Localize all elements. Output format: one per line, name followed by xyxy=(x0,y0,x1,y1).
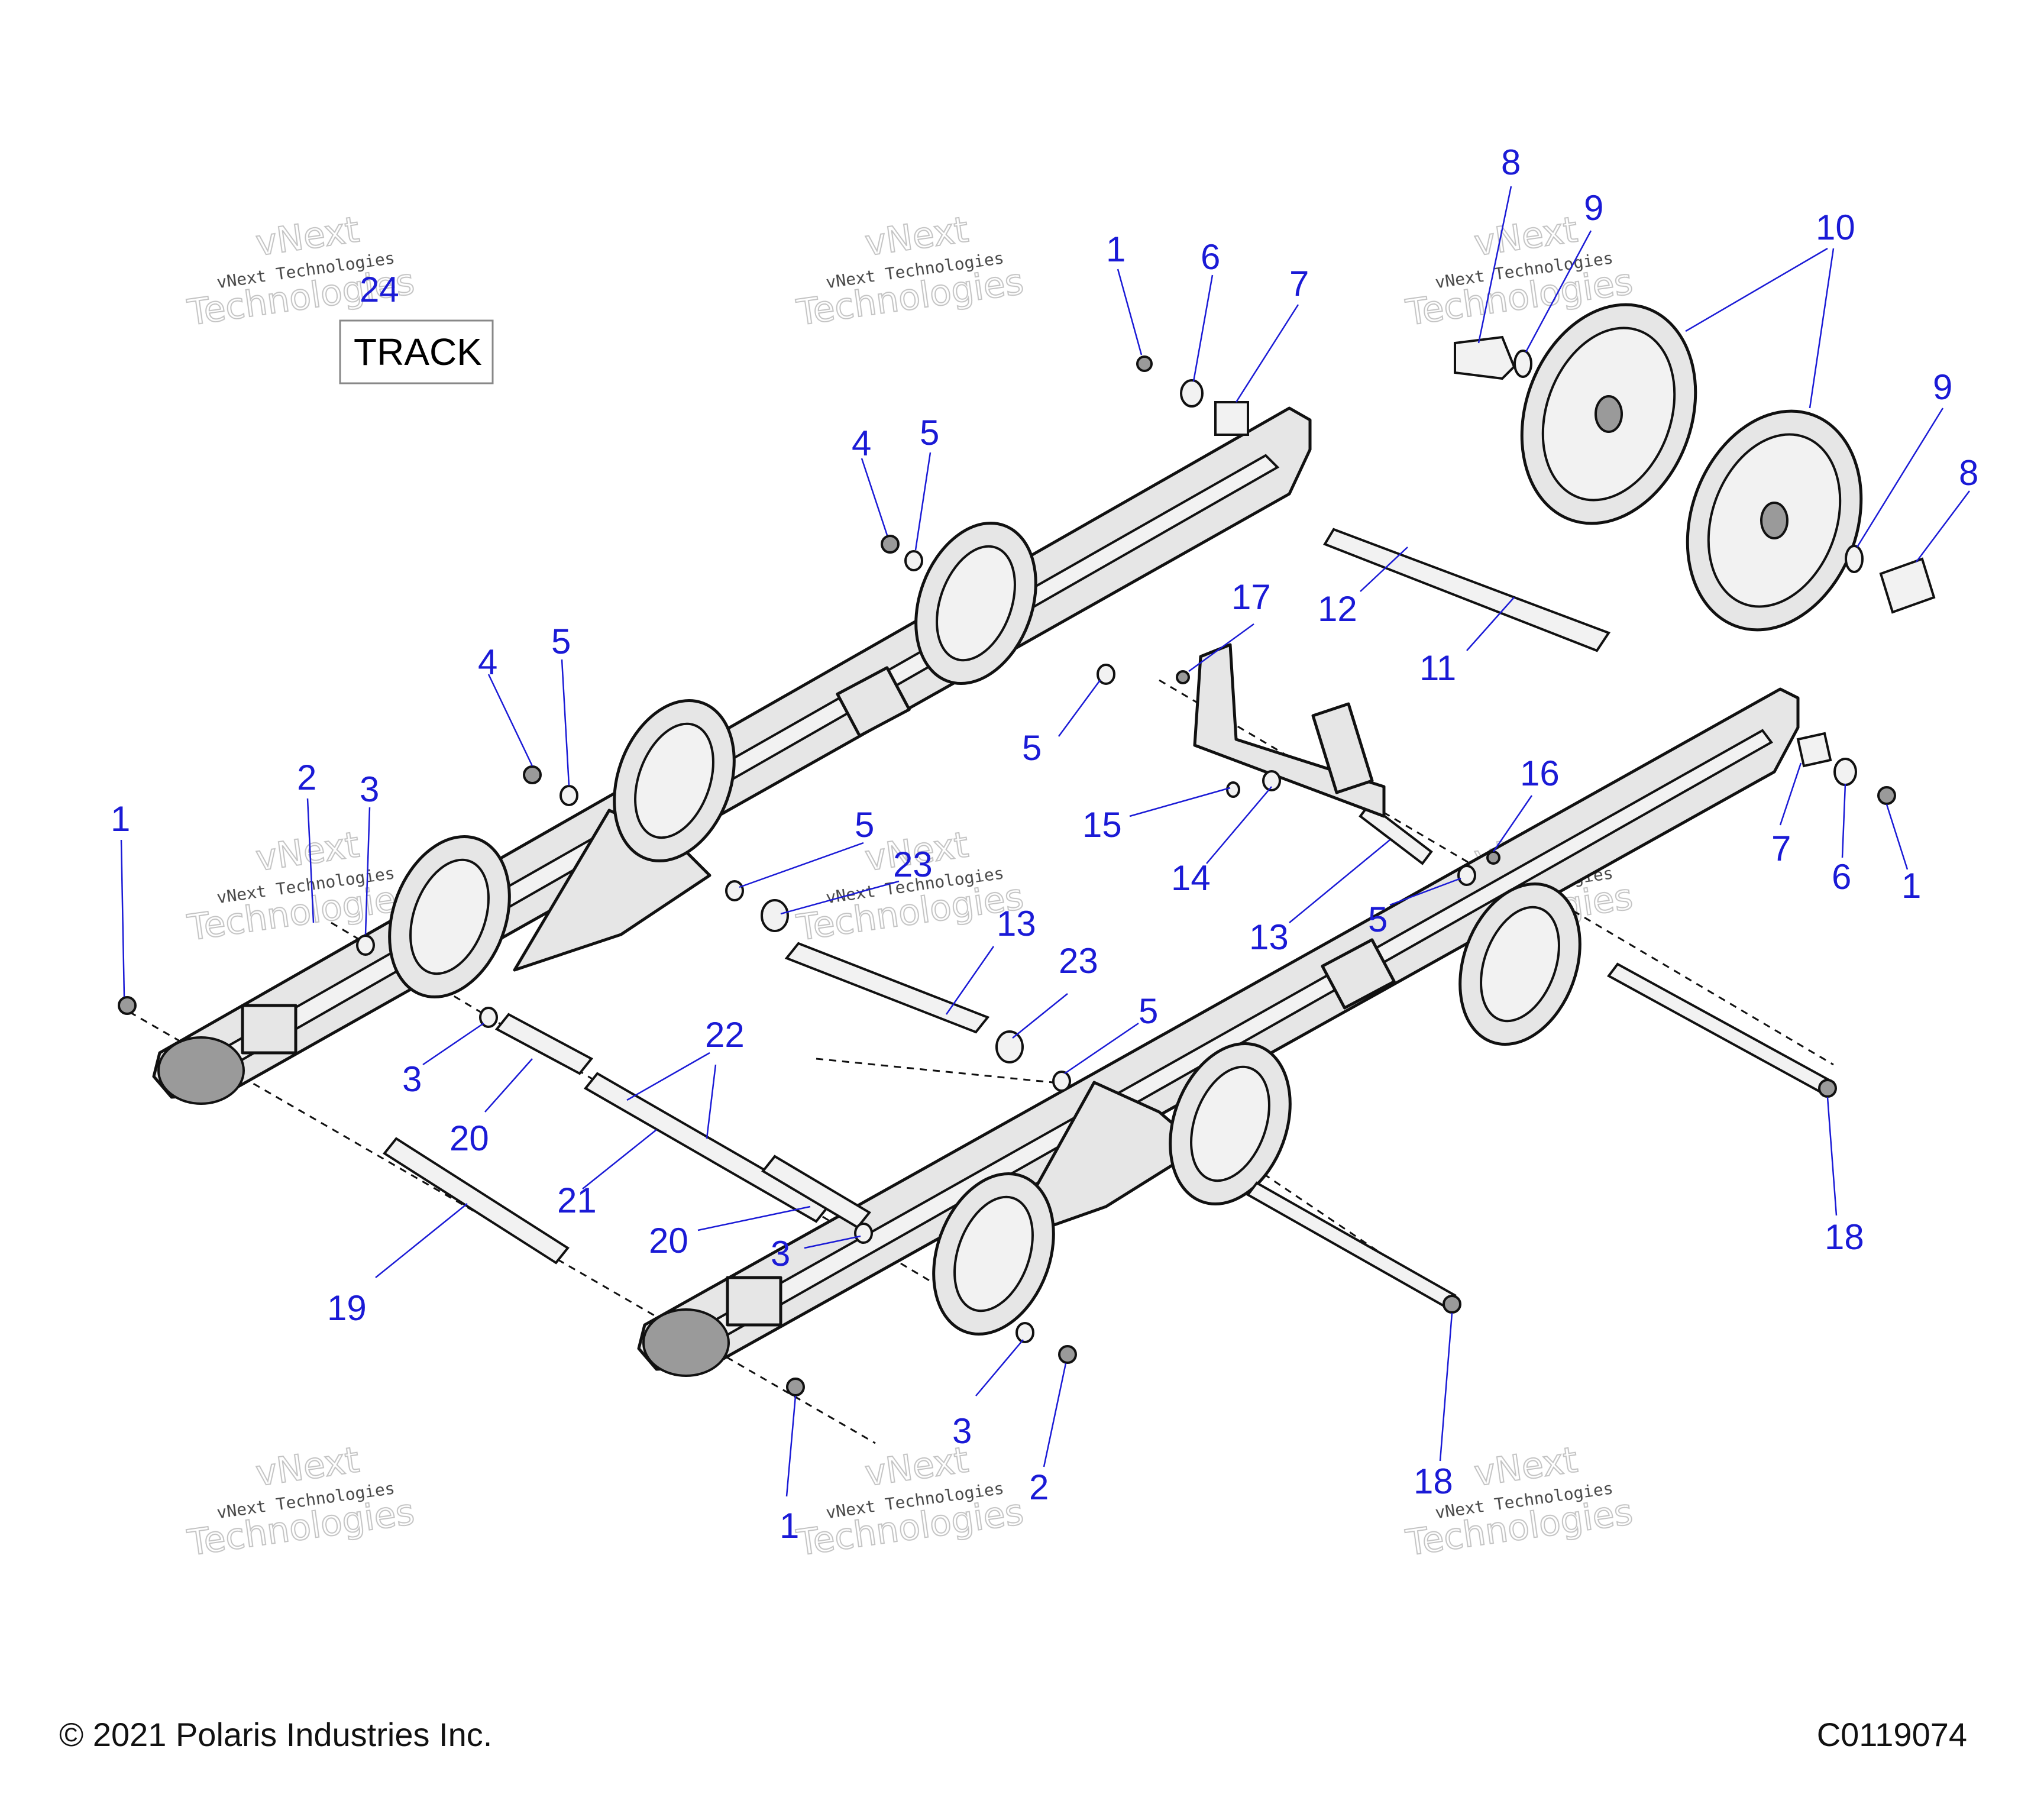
callout-6: 6 xyxy=(1832,857,1851,897)
callout-20: 20 xyxy=(449,1118,489,1158)
callout-1: 1 xyxy=(1106,229,1126,269)
callout-3: 3 xyxy=(952,1411,972,1451)
watermark: vNext vNext Technologies Technologies xyxy=(184,1438,417,1564)
copyright-text: © 2021 Polaris Industries Inc. xyxy=(59,1716,493,1753)
callout-3: 3 xyxy=(360,770,379,809)
callout-5: 5 xyxy=(855,805,874,845)
callout-21: 21 xyxy=(557,1181,597,1220)
callout-3: 3 xyxy=(402,1059,422,1099)
callout-2: 2 xyxy=(1029,1467,1049,1507)
callout-7: 7 xyxy=(1289,264,1309,303)
callout-5: 5 xyxy=(551,622,571,661)
callout-1: 1 xyxy=(780,1506,799,1546)
callout-11: 11 xyxy=(1419,648,1456,688)
callout-19: 19 xyxy=(327,1288,367,1328)
pivot-bracket xyxy=(1193,643,1386,818)
watermark: vNext vNext Technologies Technologies xyxy=(793,208,1026,334)
hardware xyxy=(118,355,1896,1396)
callout-4: 4 xyxy=(852,423,871,463)
callout-1: 1 xyxy=(1901,866,1921,906)
callout-8: 8 xyxy=(1501,143,1521,182)
watermark: vNext vNext Technologies Technologies xyxy=(793,1438,1026,1564)
callout-5: 5 xyxy=(1139,991,1158,1031)
track-label: TRACK xyxy=(354,331,482,373)
callout-18: 18 xyxy=(1414,1462,1453,1501)
callout-3: 3 xyxy=(771,1234,790,1273)
callout-17: 17 xyxy=(1231,577,1271,617)
callouts: 24 1 6 7 8 9 10 9 8 4 5 12 11 17 4 5 5 1… xyxy=(111,143,1978,1546)
callout-13: 13 xyxy=(997,904,1036,943)
callout-9: 9 xyxy=(1584,188,1603,228)
callout-24: 24 xyxy=(360,270,399,309)
callout-23: 23 xyxy=(893,845,933,884)
right-rail-wheels xyxy=(932,882,1581,1336)
callout-4: 4 xyxy=(478,642,497,682)
shafts xyxy=(383,528,1835,1309)
callout-12: 12 xyxy=(1318,589,1357,629)
left-rail-wheels xyxy=(388,521,1037,999)
callout-20: 20 xyxy=(649,1221,688,1260)
callout-8: 8 xyxy=(1959,453,1978,493)
callout-2: 2 xyxy=(297,758,316,797)
callout-5: 5 xyxy=(1022,728,1042,768)
callout-13: 13 xyxy=(1249,917,1289,957)
drawing-number: C0119074 xyxy=(1816,1716,1967,1753)
callout-22: 22 xyxy=(705,1015,745,1055)
rear-idler-wheels xyxy=(1520,303,1863,632)
track-label-box: TRACK xyxy=(339,319,494,384)
callout-5: 5 xyxy=(920,413,939,452)
callout-6: 6 xyxy=(1201,237,1220,277)
watermark-group: vNext vNext Technologies Technologies vN… xyxy=(184,208,1635,1564)
callout-10: 10 xyxy=(1816,208,1855,247)
watermark: vNext vNext Technologies Technologies xyxy=(184,208,417,334)
callout-5: 5 xyxy=(1368,900,1388,939)
callout-1: 1 xyxy=(111,799,130,839)
callout-18: 18 xyxy=(1825,1217,1864,1257)
right-rail xyxy=(637,687,1800,1377)
callout-16: 16 xyxy=(1520,754,1560,793)
callout-7: 7 xyxy=(1771,829,1791,868)
callout-23: 23 xyxy=(1059,941,1098,981)
callout-14: 14 xyxy=(1171,858,1211,898)
hubs-and-rings xyxy=(1454,335,1936,614)
callout-15: 15 xyxy=(1082,805,1122,845)
callout-9: 9 xyxy=(1933,367,1952,407)
leader-lines xyxy=(120,186,1970,1497)
